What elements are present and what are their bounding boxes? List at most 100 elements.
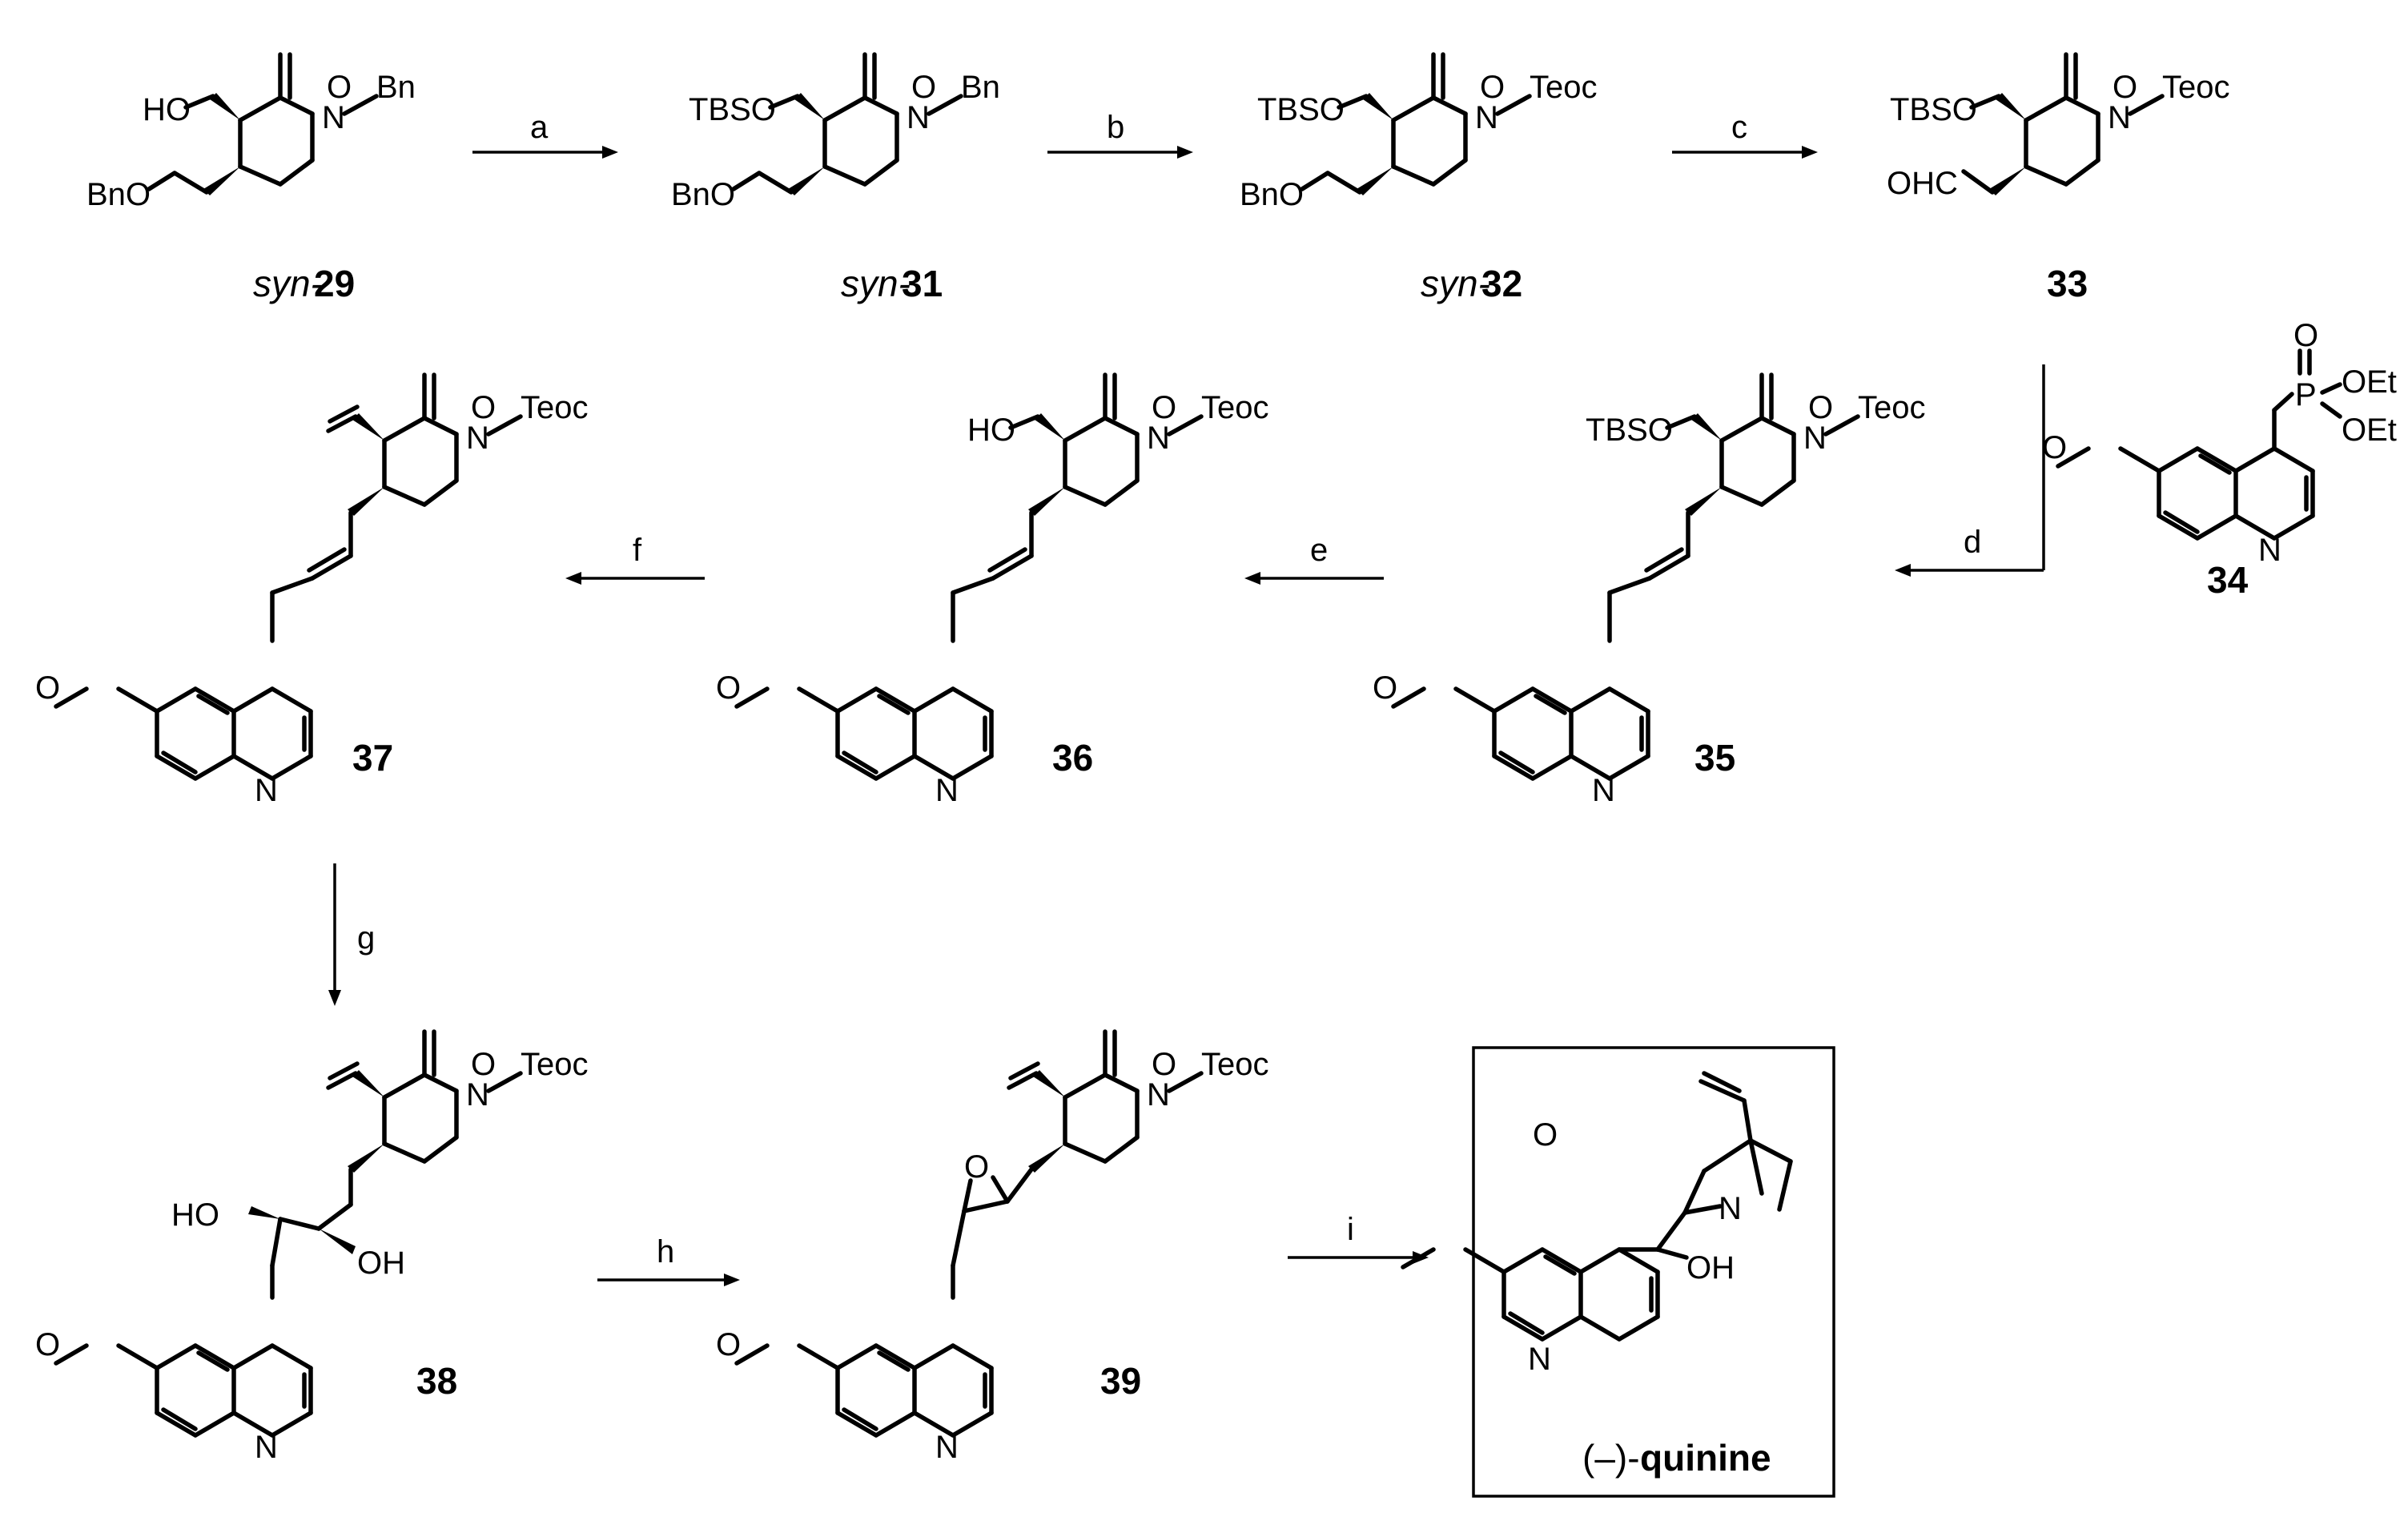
atom-n: N bbox=[907, 100, 930, 135]
atom-o-epoxide: O bbox=[964, 1149, 989, 1185]
atom-oh: OH bbox=[357, 1245, 405, 1281]
atom-n-quin: N bbox=[935, 773, 959, 808]
atom-teoc: Teoc bbox=[1530, 70, 1598, 105]
step-label-i: i bbox=[1347, 1212, 1354, 1247]
atom-n-quin: N bbox=[255, 773, 278, 808]
atom-n: N bbox=[1803, 420, 1827, 456]
label-syn-32-number: 32 bbox=[1481, 263, 1522, 304]
step-label-d: d bbox=[1964, 525, 1981, 560]
atom-tbso: TBSO bbox=[1890, 92, 1977, 127]
atom-n-quin: N bbox=[935, 1430, 959, 1465]
step-label-c: c bbox=[1731, 110, 1747, 145]
atom-tbso: TBSO bbox=[1586, 412, 1673, 448]
atom-ho: HO bbox=[171, 1197, 219, 1233]
atom-n-quin: N bbox=[1592, 773, 1615, 808]
atom-teoc: Teoc bbox=[521, 1047, 589, 1082]
atom-o: O bbox=[1152, 390, 1176, 425]
atom-ho: HO bbox=[143, 92, 191, 127]
atom-o-ome: O bbox=[1373, 670, 1397, 706]
atom-teoc: Teoc bbox=[1201, 1047, 1269, 1082]
compound-syn-31: N O Bn TBSO BnO syn- 31 bbox=[671, 54, 1000, 304]
atom-oet-1: OEt bbox=[2342, 364, 2397, 400]
atom-teoc: Teoc bbox=[1201, 390, 1269, 425]
atom-oet-2: OEt bbox=[2342, 412, 2397, 448]
arrow-step-i: i bbox=[1288, 1212, 1429, 1264]
arrow-step-d: d bbox=[1895, 364, 2045, 577]
compound-34: O N P O OEt OEt 34 bbox=[2042, 318, 2397, 601]
atom-o: O bbox=[2113, 70, 2137, 105]
atom-o-ome: O bbox=[35, 1327, 60, 1362]
atom-o-ome: O bbox=[35, 670, 60, 706]
compound-39: N O Teoc O O N 39 bbox=[716, 1032, 1269, 1465]
arrow-step-e: e bbox=[1244, 533, 1384, 585]
label-34-number: 34 bbox=[2207, 559, 2249, 601]
atom-p: P bbox=[2295, 377, 2317, 412]
compound-syn-32: N O Teoc TBSO BnO syn- 32 bbox=[1240, 54, 1598, 304]
label-syn-29-prefix: syn- bbox=[253, 263, 323, 304]
step-label-a: a bbox=[530, 110, 549, 145]
label-syn-31-prefix: syn- bbox=[841, 263, 911, 304]
atom-o: O bbox=[1152, 1047, 1176, 1082]
atom-teoc: Teoc bbox=[521, 390, 589, 425]
atom-n: N bbox=[1147, 1077, 1170, 1113]
atom-bno: BnO bbox=[86, 177, 151, 212]
step-label-b: b bbox=[1107, 110, 1124, 145]
atom-bn: Bn bbox=[961, 70, 1000, 105]
label-37-number: 37 bbox=[352, 737, 393, 779]
label-quinine-name: quinine bbox=[1640, 1437, 1771, 1479]
label-35-number: 35 bbox=[1694, 737, 1735, 779]
atom-teoc: Teoc bbox=[2162, 70, 2230, 105]
atom-n: N bbox=[466, 1077, 489, 1113]
step-label-h: h bbox=[657, 1234, 674, 1270]
atom-bno: BnO bbox=[1240, 177, 1304, 212]
atom-o: O bbox=[1480, 70, 1505, 105]
arrow-step-g: g bbox=[328, 863, 375, 1006]
compound-37: N O Teoc O N 37 bbox=[35, 375, 589, 808]
atom-o-ome: O bbox=[716, 1327, 741, 1362]
arrow-step-h: h bbox=[597, 1234, 740, 1286]
arrow-step-f: f bbox=[565, 533, 705, 585]
compound-33: N O Teoc TBSO OHC 33 bbox=[1887, 54, 2230, 304]
label-syn-29-number: 29 bbox=[314, 263, 355, 304]
atom-tbso: TBSO bbox=[689, 92, 776, 127]
atom-o: O bbox=[1808, 390, 1833, 425]
atom-ohc: OHC bbox=[1887, 166, 1958, 201]
atom-n: N bbox=[466, 420, 489, 456]
atom-o: O bbox=[327, 70, 352, 105]
arrow-step-c: c bbox=[1672, 110, 1818, 159]
atom-o-ome: O bbox=[1533, 1117, 1558, 1153]
atom-oh: OH bbox=[1686, 1250, 1735, 1286]
atom-n: N bbox=[1147, 420, 1170, 456]
atom-o: O bbox=[911, 70, 936, 105]
atom-bn: Bn bbox=[376, 70, 416, 105]
atom-tbso: TBSO bbox=[1257, 92, 1345, 127]
atom-n-quin: N bbox=[1528, 1342, 1551, 1377]
atom-o-ome: O bbox=[716, 670, 741, 706]
atom-o: O bbox=[471, 1047, 496, 1082]
step-label-f: f bbox=[633, 533, 642, 568]
atom-o-p: O bbox=[2293, 318, 2318, 353]
atom-n-quin: N bbox=[255, 1430, 278, 1465]
compound-36: N O Teoc HO O N 36 bbox=[716, 375, 1269, 808]
atom-bno: BnO bbox=[671, 177, 735, 212]
compound-35: N O Teoc TBSO O N 35 bbox=[1373, 375, 1926, 808]
label-syn-32-prefix: syn- bbox=[1421, 263, 1490, 304]
atom-ho: HO bbox=[967, 412, 1015, 448]
atom-o: O bbox=[2042, 430, 2067, 465]
atom-n-quinuclidine: N bbox=[1719, 1191, 1742, 1226]
step-label-e: e bbox=[1310, 533, 1328, 568]
label-39-number: 39 bbox=[1100, 1360, 1141, 1402]
label-36-number: 36 bbox=[1052, 737, 1093, 779]
label-33-number: 33 bbox=[2047, 263, 2088, 304]
atom-o: O bbox=[471, 390, 496, 425]
arrow-step-b: b bbox=[1047, 110, 1193, 159]
compound-syn-29: N O Bn HO BnO syn- 29 bbox=[86, 54, 416, 304]
atom-n: N bbox=[2258, 533, 2281, 568]
arrow-step-a: a bbox=[472, 110, 618, 159]
product-box bbox=[1472, 1046, 1835, 1498]
atom-n: N bbox=[322, 100, 345, 135]
label-syn-31-number: 31 bbox=[902, 263, 943, 304]
compound-quinine: O N OH N (–)- quinine bbox=[1403, 1046, 1835, 1498]
atom-n: N bbox=[1475, 100, 1498, 135]
